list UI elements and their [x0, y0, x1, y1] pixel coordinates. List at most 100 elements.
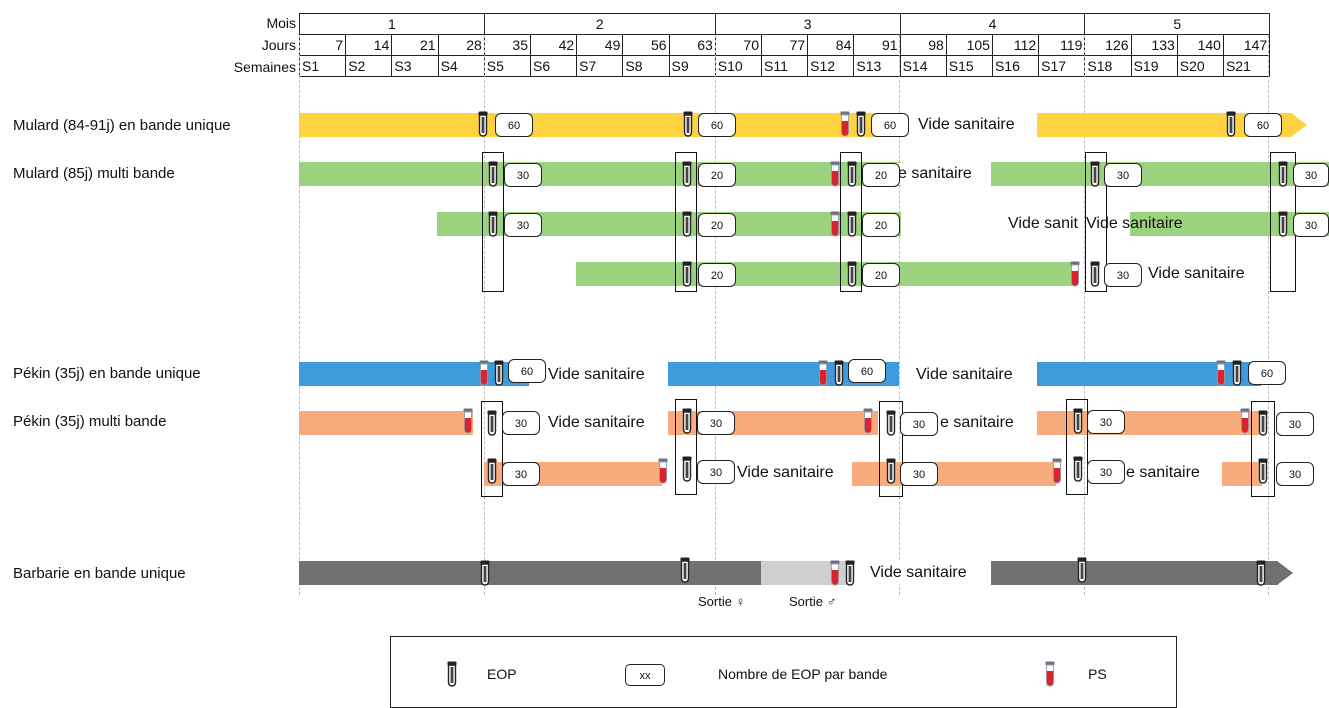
eop-count-box: 30 — [1293, 213, 1329, 237]
eop-count-box: 30 — [697, 460, 735, 484]
week-cell: S3 — [391, 55, 439, 77]
eop-count-box: 30 — [504, 163, 542, 187]
day-cell: 21 — [391, 34, 439, 56]
legend: EOP xx Nombre de EOP par bande PS — [390, 636, 1177, 708]
eop-count-box: 20 — [698, 263, 736, 287]
jours-row-label: Jours — [261, 37, 296, 53]
eop-tube-icon — [487, 410, 497, 436]
ps-tube-icon — [830, 560, 840, 586]
week-cell: S15 — [945, 55, 993, 77]
week-cell: S4 — [437, 55, 485, 77]
eop-count-box: 30 — [1276, 462, 1314, 486]
eop-tube-icon — [1090, 161, 1100, 187]
day-cell: 112 — [991, 34, 1040, 56]
week-cell: S6 — [529, 55, 578, 77]
eop-count-box: 60 — [508, 359, 546, 383]
day-cell: 84 — [807, 34, 855, 56]
legend-ps-label: PS — [1088, 666, 1107, 682]
week-cell: S16 — [991, 55, 1040, 77]
day-cell: 35 — [483, 34, 531, 56]
day-cell: 133 — [1130, 34, 1178, 56]
month-cell: 3 — [714, 13, 901, 35]
ps-tube-icon — [840, 111, 850, 137]
eop-tube-icon — [847, 211, 857, 237]
day-cell: 105 — [945, 34, 993, 56]
mulard-multi-bar — [299, 162, 901, 186]
ps-tube-icon — [818, 360, 828, 386]
eop-tube-icon — [682, 211, 692, 237]
vide-sanitaire-label: e sanitaire — [938, 412, 1016, 434]
eop-tube-icon — [494, 360, 504, 386]
grid-line — [1268, 35, 1269, 595]
eop-tube-icon — [487, 458, 497, 484]
eop-tube-icon — [847, 261, 857, 287]
sortie-male-label: Sortie ♂ — [789, 594, 837, 609]
day-cell: 140 — [1176, 34, 1224, 56]
week-cell: S9 — [668, 55, 716, 77]
day-cell: 98 — [899, 34, 947, 56]
eop-tube-icon — [1278, 211, 1288, 237]
eop-tube-icon — [1073, 408, 1083, 434]
week-cell: S12 — [807, 55, 855, 77]
sortie-femelle-label: Sortie ♀ — [698, 594, 746, 609]
eop-group-frame — [481, 401, 503, 497]
eop-count-box: 30 — [504, 213, 542, 237]
month-cell: 2 — [483, 13, 716, 35]
eop-count-box: 20 — [862, 163, 900, 187]
ps-tube-icon — [830, 211, 840, 237]
day-cell: 28 — [437, 34, 485, 56]
eop-tube-icon — [682, 456, 692, 482]
eop-group-frame — [675, 152, 697, 292]
vide-sanitaire-label: Vide sanitaire — [735, 462, 836, 484]
eop-tube-icon — [447, 661, 457, 687]
eop-group-frame — [1085, 152, 1107, 292]
day-cell: 63 — [668, 34, 716, 56]
eop-group-frame — [1251, 401, 1275, 497]
eop-group-frame — [840, 152, 862, 292]
grid-line — [1084, 35, 1085, 595]
grid-line — [299, 35, 300, 595]
ps-tube-icon — [658, 458, 668, 484]
month-cell: 4 — [899, 13, 1086, 35]
legend-eop-label: EOP — [487, 666, 517, 682]
grid-line — [484, 35, 485, 595]
vide-sanitaire-label: Vide sanitaire — [916, 114, 1017, 136]
mois-row-label: Mois — [266, 15, 296, 31]
eop-count-box: 30 — [1276, 412, 1314, 436]
legend-count-desc: Nombre de EOP par bande — [718, 666, 888, 682]
eop-tube-icon — [1077, 557, 1087, 583]
vide-sanitaire-label: Vide sanit — [1006, 213, 1080, 235]
eop-tube-icon — [886, 410, 896, 436]
row-label-pekin-unique: Pékin (35j) en bande unique — [13, 365, 201, 382]
vide-sanitaire-label: Vide sanitaire — [546, 412, 647, 434]
day-cell: 119 — [1038, 34, 1086, 56]
eop-tube-icon — [1090, 261, 1100, 287]
vide-sanitaire-label: e sanitaire — [1124, 462, 1202, 484]
ps-tube-icon — [1216, 360, 1226, 386]
eop-tube-icon — [1278, 161, 1288, 187]
eop-count-box: 60 — [1248, 361, 1286, 385]
eop-tube-icon — [1256, 560, 1266, 586]
eop-tube-icon — [682, 408, 692, 434]
eop-tube-icon — [488, 161, 498, 187]
eop-count-box: 30 — [1087, 460, 1125, 484]
week-cell: S10 — [714, 55, 762, 77]
pekin-multi-bar — [1222, 462, 1262, 486]
eop-count-box: 30 — [1104, 163, 1142, 187]
eop-tube-icon — [1073, 456, 1083, 482]
eop-tube-icon — [886, 458, 896, 484]
eop-count-box: 60 — [871, 113, 909, 137]
week-cell: S7 — [576, 55, 624, 77]
week-cell: S1 — [298, 55, 347, 77]
arrow-head-icon — [1291, 113, 1307, 137]
eop-tube-icon — [1232, 360, 1242, 386]
ps-tube-icon — [863, 408, 873, 434]
vide-sanitaire-label: Vide sanitaire — [868, 562, 969, 584]
eop-count-box: 30 — [1104, 263, 1142, 287]
row-label-barbarie: Barbarie en bande unique — [13, 565, 186, 582]
day-cell: 91 — [853, 34, 901, 56]
eop-count-box: 20 — [698, 213, 736, 237]
barbarie-bar — [991, 561, 1278, 585]
row-label-mulard-unique: Mulard (84-91j) en bande unique — [13, 117, 231, 134]
week-cell: S8 — [622, 55, 670, 77]
